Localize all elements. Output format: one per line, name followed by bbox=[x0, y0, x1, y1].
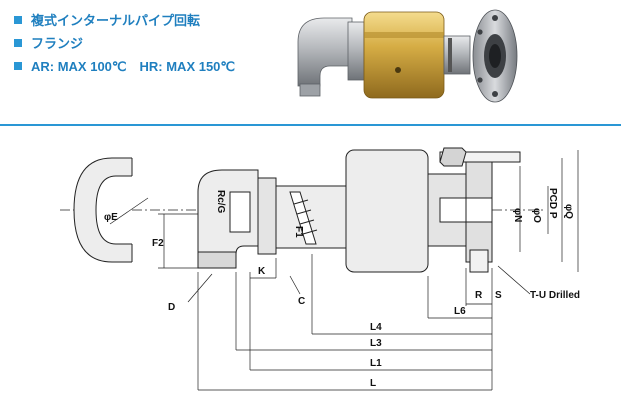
feature-connection-type: フランジ bbox=[31, 36, 84, 51]
feature-item: 複式インターナルパイプ回転 bbox=[14, 8, 235, 31]
label-l4: L4 bbox=[370, 322, 382, 333]
feature-list: 複式インターナルパイプ回転 フランジ AR: MAX 100℃ HR: MAX … bbox=[14, 8, 235, 77]
square-bullet-icon bbox=[14, 38, 22, 47]
label-c: C bbox=[298, 296, 305, 307]
square-bullet-icon bbox=[14, 15, 22, 24]
label-pcd: PCD P bbox=[547, 188, 558, 219]
label-thread: Rc/G bbox=[215, 190, 226, 214]
label-l6: L6 bbox=[454, 306, 466, 317]
label-d: D bbox=[168, 302, 175, 313]
label-k: K bbox=[258, 266, 266, 277]
label-e: φE bbox=[104, 212, 118, 223]
label-r: R bbox=[475, 290, 483, 301]
label-o: φO bbox=[531, 208, 542, 223]
label-n: φN bbox=[512, 208, 523, 222]
label-f2: F2 bbox=[152, 238, 164, 249]
feature-item: AR: MAX 100℃ HR: MAX 150℃ bbox=[14, 54, 235, 77]
feature-rotation-type: 複式インターナルパイプ回転 bbox=[31, 13, 201, 28]
label-q: φQ bbox=[563, 204, 574, 219]
label-l: L bbox=[370, 378, 376, 389]
feature-temperature: AR: MAX 100℃ HR: MAX 150℃ bbox=[31, 59, 236, 74]
label-tu: T-U Drilled bbox=[530, 290, 580, 301]
product-header: 複式インターナルパイプ回転 フランジ AR: MAX 100℃ HR: MAX … bbox=[0, 0, 621, 120]
rotary-joint-photo bbox=[297, 9, 518, 103]
section-divider bbox=[0, 124, 621, 126]
label-s: S bbox=[495, 290, 502, 301]
label-f1: F1 bbox=[293, 226, 304, 238]
feature-item: フランジ bbox=[14, 31, 235, 54]
label-l1: L1 bbox=[370, 358, 382, 369]
dimension-drawing: φE F2 D K Rc/G C F1 φN φO PCD P φQ R S T… bbox=[60, 147, 580, 391]
label-l3: L3 bbox=[370, 338, 382, 349]
square-bullet-icon bbox=[14, 61, 22, 70]
